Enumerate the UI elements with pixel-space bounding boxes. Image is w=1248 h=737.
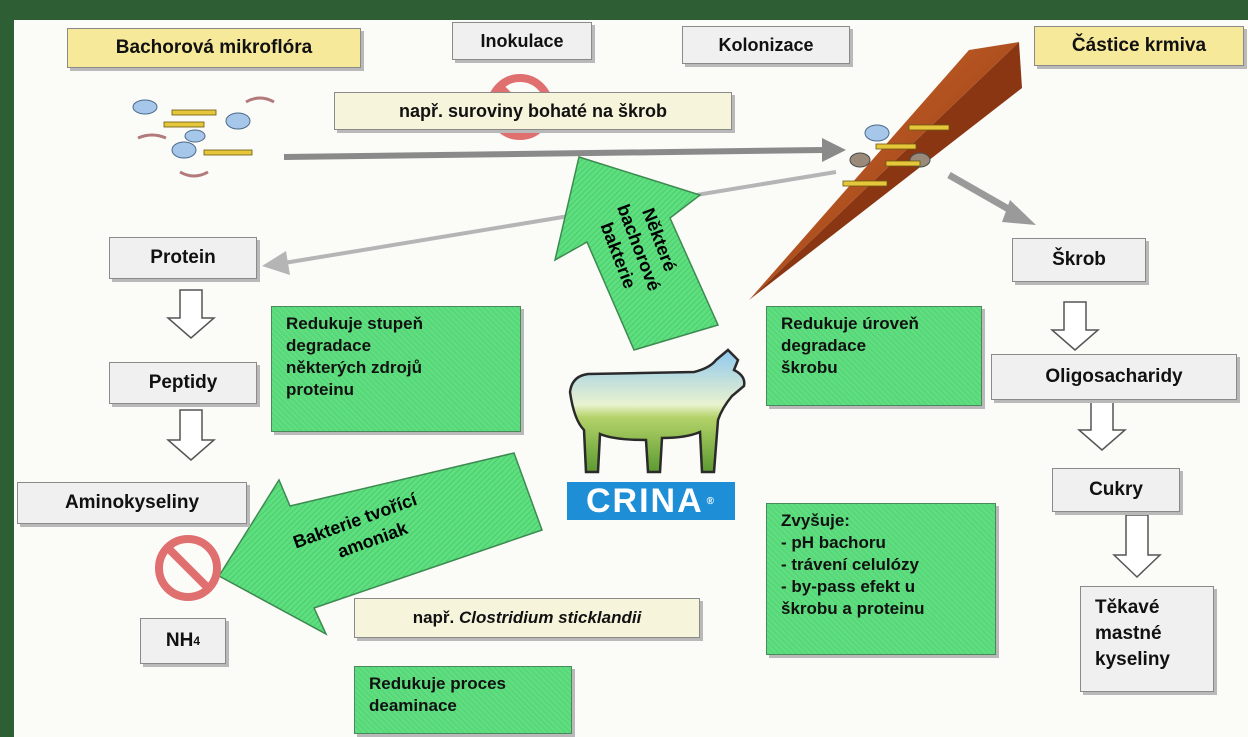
label-nh4-subscript: 4 <box>193 634 201 648</box>
crina-registered-mark: ® <box>706 495 717 507</box>
label-cukry: Cukry <box>1052 468 1180 512</box>
attached-bacteria-icon <box>842 124 950 187</box>
info-protein-degradation: Redukuje stupeň degradace některých zdro… <box>271 306 521 432</box>
label-castice-krmiva: Částice krmiva <box>1034 26 1244 66</box>
ammonia-bacteria-arrow <box>217 452 543 636</box>
clostridium-prefix: např. <box>412 608 459 627</box>
label-peptidy: Peptidy <box>109 362 257 404</box>
label-inokulace: Inokulace <box>452 22 592 60</box>
colonization-arrow <box>283 138 846 162</box>
label-kolonizace-text: Kolonizace <box>718 34 814 55</box>
info-starch-degradation: Redukuje úroveň degradace škrobu <box>766 306 982 406</box>
down-arrow-icon <box>1076 401 1128 451</box>
label-skrob-example-text: např. suroviny bohaté na škrob <box>398 100 668 121</box>
label-aminokyseliny-text: Aminokyseliny <box>64 492 200 513</box>
crina-logo: CRINA® <box>567 482 735 520</box>
info-deaminace-text: Redukuje proces deaminace <box>369 674 506 715</box>
label-clostridium-example: např. Clostridium sticklandii <box>354 598 700 638</box>
label-tmk-text: Těkavé mastné kyseliny <box>1095 597 1170 670</box>
label-kolonizace: Kolonizace <box>682 26 850 64</box>
down-arrow-icon <box>1112 514 1162 579</box>
label-oligosacharidy: Oligosacharidy <box>991 354 1237 400</box>
label-skrob-text: Škrob <box>1052 249 1106 270</box>
label-protein-text: Protein <box>150 247 216 268</box>
bacteria-up-arrow <box>553 156 720 351</box>
protein-release-arrow <box>262 170 837 275</box>
crina-logo-text: CRINA <box>585 481 704 520</box>
label-oligosacharidy-text: Oligosacharidy <box>1045 366 1183 387</box>
label-peptidy-text: Peptidy <box>148 372 218 393</box>
info-starch-degradation-text: Redukuje úroveň degradace škrobu <box>781 314 919 377</box>
down-arrow-icon <box>1049 301 1101 351</box>
label-bachorova-mikroflora-text: Bachorová mikroflóra <box>115 37 313 58</box>
info-zvysuje-text: Zvyšuje: - pH bachoru - trávení celulózy… <box>781 511 925 618</box>
down-arrow-icon <box>165 289 217 339</box>
label-nh4-text: NH <box>165 630 194 651</box>
prohibition-icon <box>155 535 221 601</box>
info-deaminace: Redukuje proces deaminace <box>354 666 572 734</box>
starch-release-arrow <box>947 171 1036 225</box>
info-zvysuje: Zvyšuje: - pH bachoru - trávení celulózy… <box>766 503 996 655</box>
clostridium-name: Clostridium sticklandii <box>458 608 642 627</box>
diagram-canvas: Některé bachorové bakterie Bakterie tvoř… <box>14 20 1248 737</box>
label-skrob: Škrob <box>1012 238 1146 282</box>
label-aminokyseliny: Aminokyseliny <box>17 482 247 524</box>
bacteria-cluster-icon <box>132 96 275 178</box>
down-arrow-icon <box>165 409 217 461</box>
label-protein: Protein <box>109 237 257 279</box>
feed-particle <box>749 42 1022 300</box>
label-tekave-mastne-kyseliny: Těkavé mastné kyseliny <box>1080 586 1214 692</box>
label-bachorova-mikroflora: Bachorová mikroflóra <box>67 28 361 68</box>
label-skrob-example: např. suroviny bohaté na škrob <box>334 92 732 130</box>
label-castice-krmiva-text: Částice krmiva <box>1071 35 1207 56</box>
info-protein-degradation-text: Redukuje stupeň degradace některých zdro… <box>286 314 423 399</box>
label-inokulace-text: Inokulace <box>480 30 564 51</box>
diagram-graphics: Některé bachorové bakterie Bakterie tvoř… <box>132 42 1162 636</box>
cow-icon <box>568 348 746 474</box>
label-cukry-text: Cukry <box>1089 479 1143 500</box>
